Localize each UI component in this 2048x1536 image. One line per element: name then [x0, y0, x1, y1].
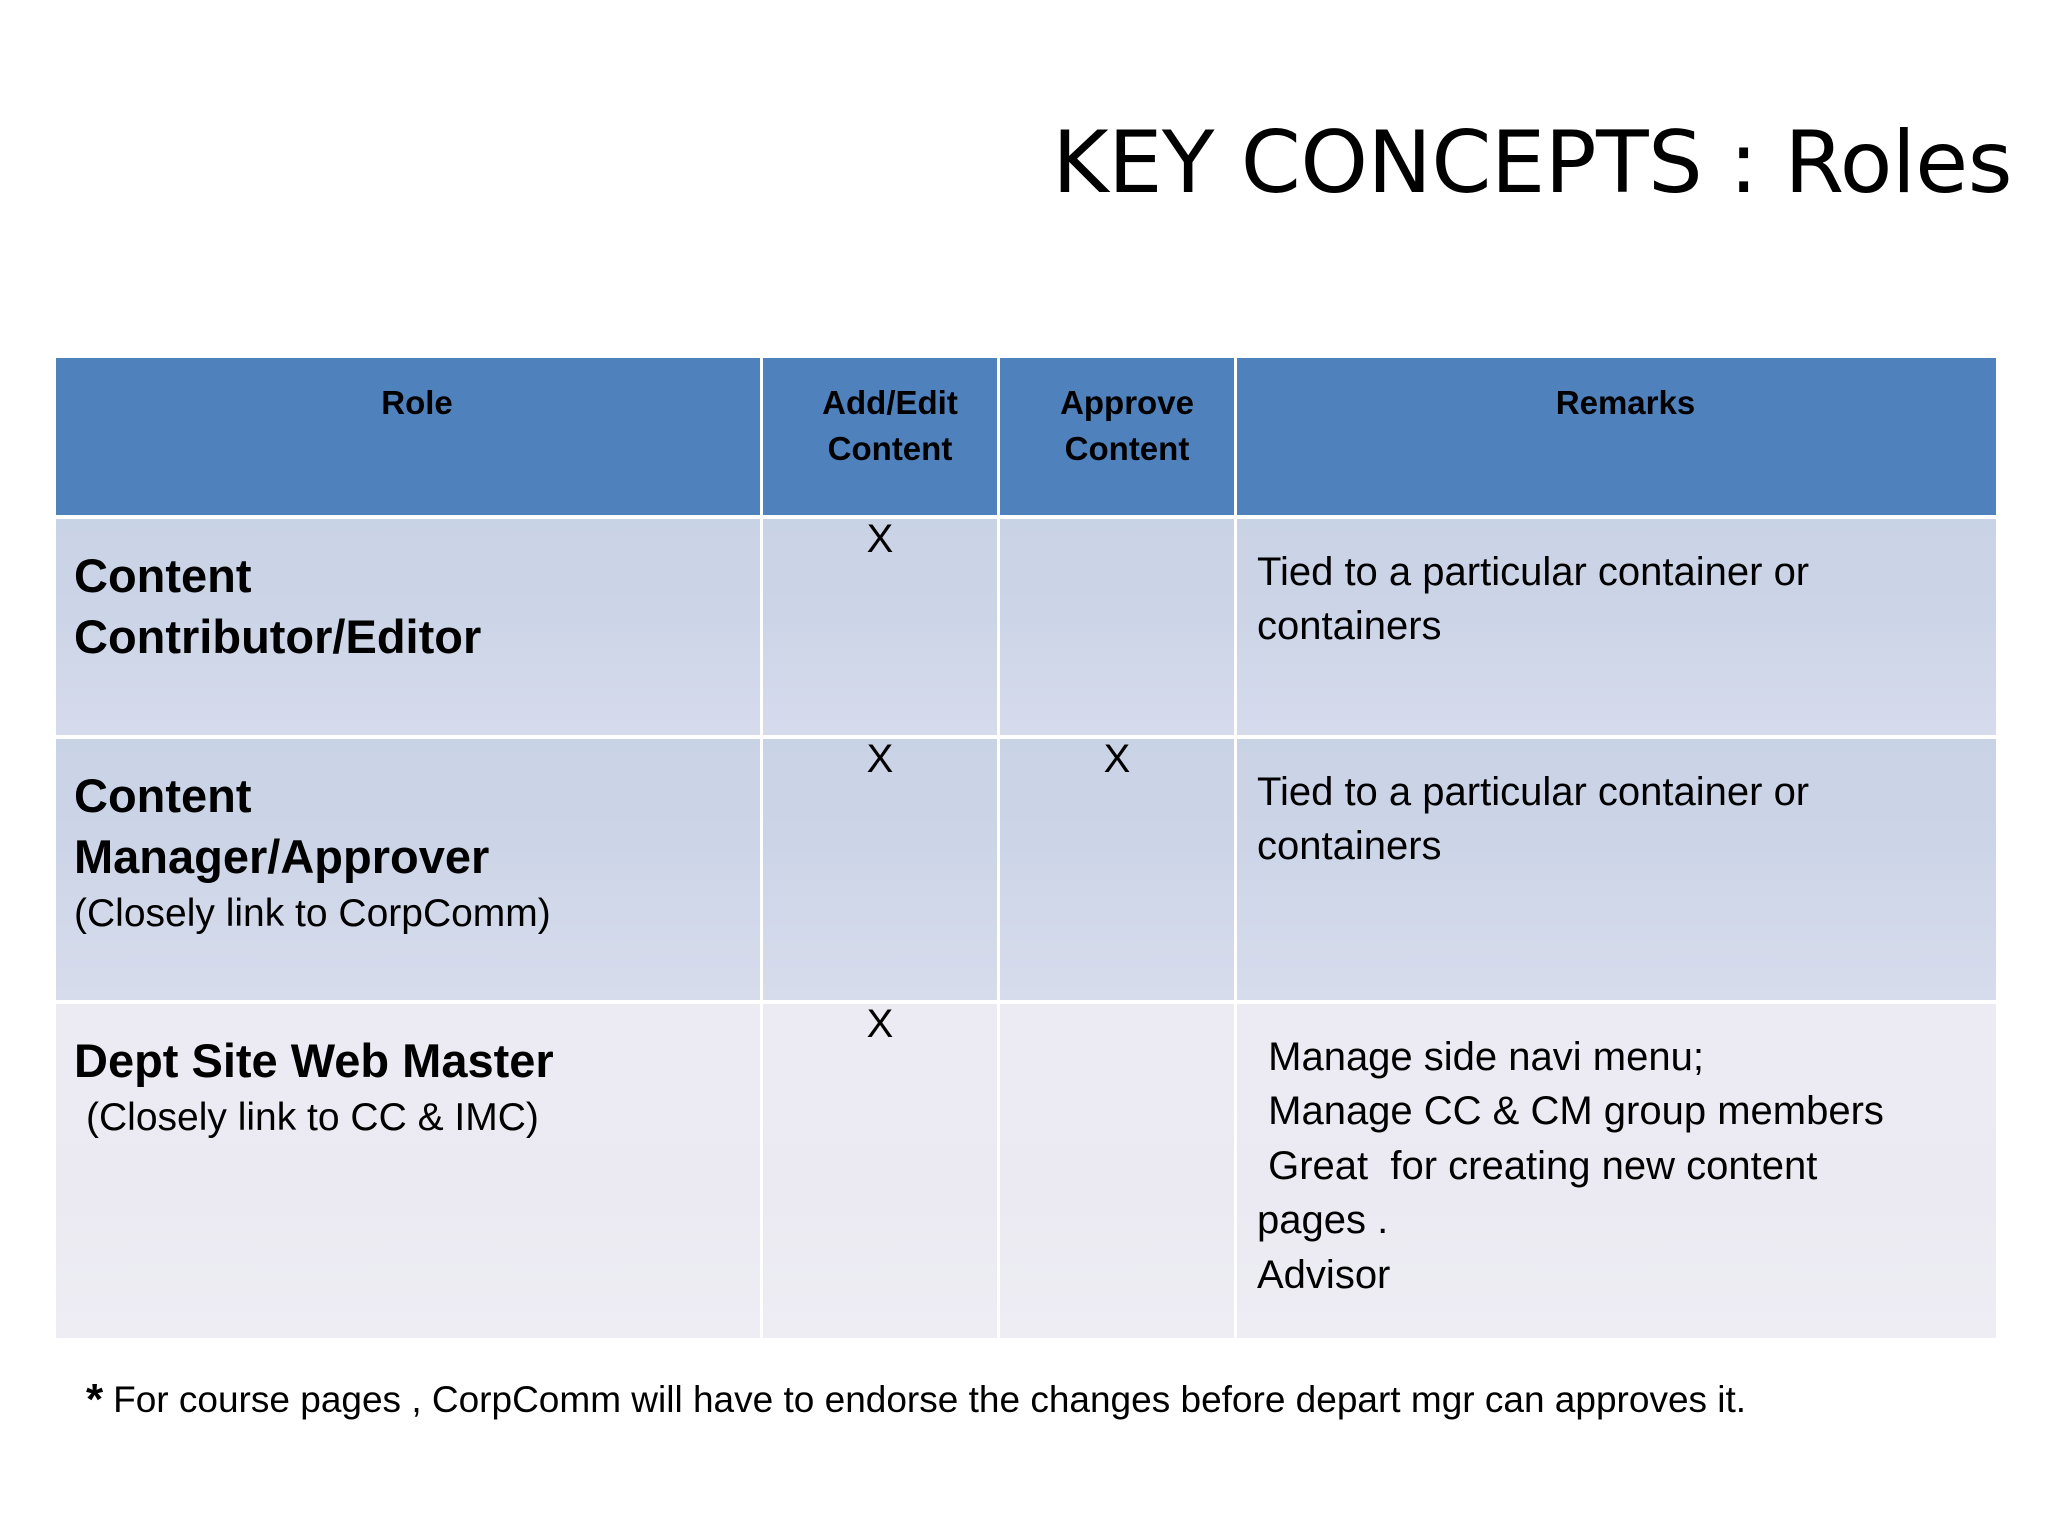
cell-role: Content Contributor/Editor: [56, 519, 763, 739]
header-line-2: Content: [1064, 429, 1190, 467]
column-header-remarks-label: Remarks: [1555, 384, 1696, 421]
cell-approve-mark: X: [1000, 739, 1237, 1004]
role-note: (Closely link to CC & IMC): [86, 1096, 539, 1140]
cell-remarks: Manage side navi menu; Manage CC & CM gr…: [1237, 1004, 1996, 1338]
remarks-text: Tied to a particular container or contai…: [1237, 739, 1996, 874]
table-header-row: Role Add/Edit Content Approve Content Re…: [56, 358, 1996, 519]
cell-role: Dept Site Web Master (Closely link to CC…: [56, 1004, 763, 1338]
remarks-line: containers: [1257, 604, 1442, 649]
cell-add-edit-mark: X: [763, 1004, 1000, 1338]
column-header-role-label: Role: [381, 384, 453, 421]
column-header-add-edit-content-label: Add/Edit Content: [763, 358, 997, 471]
role-name-line-1: Content: [74, 549, 252, 602]
cell-approve-mark: [1000, 519, 1237, 739]
role-name: Dept Site Web Master: [74, 1030, 746, 1091]
role-name: Content Manager/Approver: [74, 765, 746, 887]
cell-remarks: Tied to a particular container or contai…: [1237, 739, 1996, 1004]
table-row: Content Manager/Approver (Closely link t…: [56, 739, 1996, 1004]
column-header-approve-content: Approve Content: [1000, 358, 1237, 519]
roles-permissions-table: Role Add/Edit Content Approve Content Re…: [56, 358, 1996, 1338]
header-line-1: Approve: [1060, 384, 1194, 421]
role-name-line-1: Dept Site Web Master: [74, 1034, 554, 1087]
role-name-line-2: Manager/Approver: [74, 830, 490, 884]
cell-add-edit-mark: X: [763, 519, 1000, 739]
cell-add-edit-mark: X: [763, 739, 1000, 1004]
table-row: Content Contributor/Editor X Tied to a p…: [56, 519, 1996, 739]
role-name-line-2: Contributor/Editor: [74, 610, 482, 664]
footnote-asterisk-icon: *: [86, 1375, 104, 1424]
column-header-role: Role: [56, 358, 763, 519]
cell-remarks: Tied to a particular container or contai…: [1237, 519, 1996, 739]
header-line-1: Add/Edit: [822, 384, 958, 421]
footnote: *For course pages , CorpComm will have t…: [86, 1372, 1986, 1427]
column-header-approve-content-label: Approve Content: [1000, 358, 1234, 471]
column-header-add-edit-content: Add/Edit Content: [763, 358, 1000, 519]
remarks-text: Manage side navi menu; Manage CC & CM gr…: [1237, 1004, 1996, 1302]
column-header-remarks: Remarks: [1237, 358, 1996, 519]
role-name: Content Contributor/Editor: [74, 545, 746, 667]
remarks-line: Tied to a particular container or: [1257, 550, 1810, 594]
role-note: (Closely link to CorpComm): [74, 892, 551, 936]
remarks-line: Manage CC & CM group members: [1257, 1089, 1884, 1134]
remarks-line: containers: [1257, 824, 1442, 869]
table-row: Dept Site Web Master (Closely link to CC…: [56, 1004, 1996, 1338]
remarks-line: pages .: [1257, 1198, 1389, 1243]
remarks-line: Tied to a particular container or: [1257, 770, 1810, 814]
remarks-line: Great for creating new content: [1257, 1143, 1818, 1188]
remarks-text: Tied to a particular container or contai…: [1237, 519, 1996, 654]
remarks-line: Manage side navi menu;: [1257, 1035, 1704, 1079]
cell-approve-mark: [1000, 1004, 1237, 1338]
remarks-line: Advisor: [1257, 1252, 1391, 1297]
cell-role: Content Manager/Approver (Closely link t…: [56, 739, 763, 1004]
page-title: KEY CONCEPTS : Roles: [1052, 113, 2012, 213]
header-line-2: Content: [827, 429, 953, 467]
footnote-text: For course pages , CorpComm will have to…: [113, 1379, 1747, 1420]
role-name-line-1: Content: [74, 769, 252, 822]
